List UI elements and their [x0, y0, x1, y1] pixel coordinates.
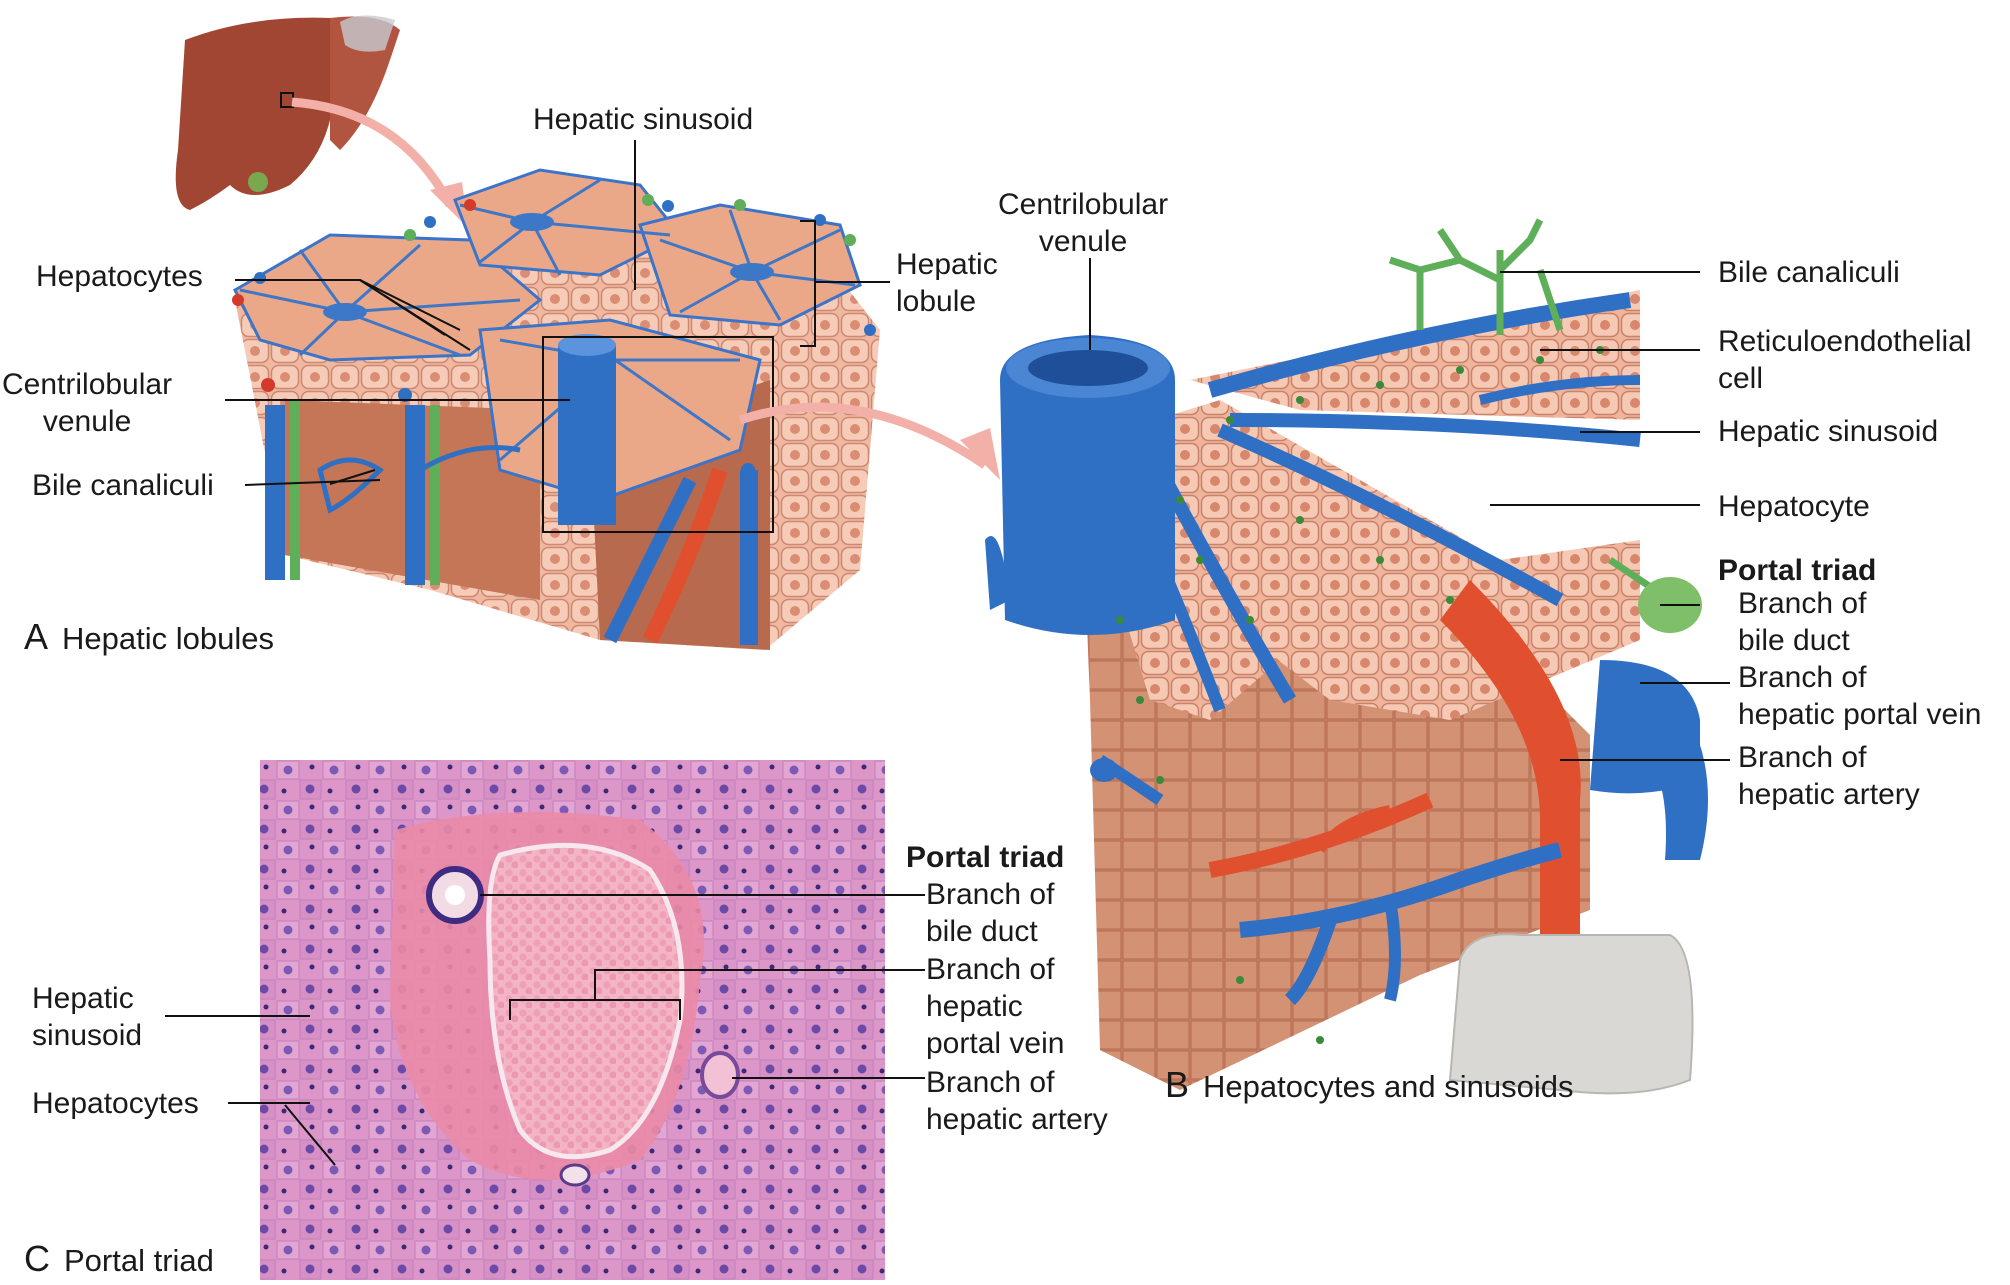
label-a-hepatocytes: Hepatocytes [36, 260, 203, 293]
label-b-portal-triad: Portal triad [1718, 554, 1877, 587]
label-b-bile-duct-line1: Branch of [1738, 587, 1867, 620]
zoom-arrow-b-head [960, 428, 1000, 480]
liver-organ [175, 15, 400, 210]
label-c-bile-duct-line1: Branch of [926, 878, 1055, 911]
panel-a-title: Hepatic lobules [62, 621, 274, 656]
label-b-centrilobular-venule-line2: venule [1038, 225, 1128, 258]
label-a-bile-canaliculi: Bile canaliculi [32, 469, 214, 502]
lobule-block [232, 168, 880, 650]
panel-c-letter: C [24, 1238, 50, 1279]
label-a-hepatic-lobule: Hepatic lobule [896, 246, 998, 320]
label-a-centrilobular-venule-line1: Centrilobular [2, 368, 173, 401]
label-c-bile-duct-line2: bile duct [926, 915, 1038, 948]
label-a-centrilobular-venule-line2: venule [42, 405, 132, 438]
label-b-centrilobular-venule: Centrilobular venule [998, 186, 1168, 260]
label-c-portal-vein-line1: Branch of [926, 953, 1055, 986]
label-b-portal-vein: Branch of hepatic portal vein [1738, 659, 1982, 733]
panel-a-letter: A [24, 616, 49, 657]
zoom-arrow-b [738, 402, 988, 469]
label-c-hepatic-artery-line1: Branch of [926, 1066, 1055, 1099]
label-b-reticuloendothelial-line2: cell [1718, 362, 1764, 395]
label-b-hepatocyte: Hepatocyte [1718, 490, 1870, 523]
panel-a-caption: A Hepatic lobules [24, 618, 274, 657]
panel-b-caption: B Hepatocytes and sinusoids [1165, 1066, 1574, 1105]
label-c-portal-vein: Branch of hepatic portal vein [926, 951, 1064, 1062]
zoom-arrow-a [291, 97, 454, 208]
panel-c-title: Portal triad [64, 1243, 214, 1278]
panel-c-caption: C Portal triad [24, 1240, 214, 1279]
label-a-hepatic-lobule-line2: lobule [896, 285, 977, 318]
label-a-hepatic-sinusoid: Hepatic sinusoid [533, 103, 754, 136]
label-b-hepatic-artery-line1: Branch of [1738, 741, 1867, 774]
label-b-hepatic-sinusoid: Hepatic sinusoid [1718, 415, 1939, 448]
zoom-box [542, 336, 774, 533]
label-c-hepatic-artery-line2: hepatic artery [926, 1103, 1108, 1136]
label-b-portal-vein-line1: Branch of [1738, 661, 1867, 694]
leaders-a [225, 140, 890, 486]
label-a-centrilobular-venule: Centrilobular venule [2, 366, 172, 440]
label-b-portal-vein-line2: hepatic portal vein [1738, 698, 1982, 731]
panel-b-letter: B [1165, 1064, 1190, 1105]
label-c-hepatic-sinusoid-line2: sinusoid [32, 1019, 143, 1052]
label-b-hepatic-artery: Branch of hepatic artery [1738, 739, 1920, 813]
label-b-hepatic-artery-line2: hepatic artery [1738, 778, 1920, 811]
sinusoid-block [985, 218, 1708, 1095]
label-b-reticuloendothelial-line1: Reticuloendothelial [1718, 325, 1972, 358]
label-c-hepatic-sinusoid-line1: Hepatic [32, 982, 134, 1015]
zoom-arrow-a-head [430, 182, 468, 228]
label-b-centrilobular-venule-line1: Centrilobular [998, 188, 1169, 221]
label-b-bile-duct-line2: bile duct [1738, 624, 1850, 657]
label-c-hepatocytes: Hepatocytes [32, 1087, 199, 1120]
histology-micrograph [260, 760, 885, 1280]
label-c-bile-duct: Branch of bile duct [926, 876, 1054, 950]
label-b-bile-duct: Branch of bile duct [1738, 585, 1866, 659]
label-c-portal-vein-line3: portal vein [926, 1027, 1065, 1060]
label-c-portal-triad: Portal triad [906, 841, 1065, 874]
leaders-b [1089, 258, 1730, 761]
leaders-c [165, 894, 925, 1166]
label-a-hepatic-lobule-line1: Hepatic [896, 248, 998, 281]
label-c-portal-vein-line2: hepatic [926, 990, 1023, 1023]
label-b-bile-canaliculi: Bile canaliculi [1718, 256, 1900, 289]
label-c-hepatic-artery: Branch of hepatic artery [926, 1064, 1108, 1138]
label-b-reticuloendothelial-cell: Reticuloendothelial cell [1718, 323, 1972, 397]
panel-b-title: Hepatocytes and sinusoids [1203, 1069, 1574, 1104]
label-c-hepatic-sinusoid: Hepatic sinusoid [32, 980, 142, 1054]
